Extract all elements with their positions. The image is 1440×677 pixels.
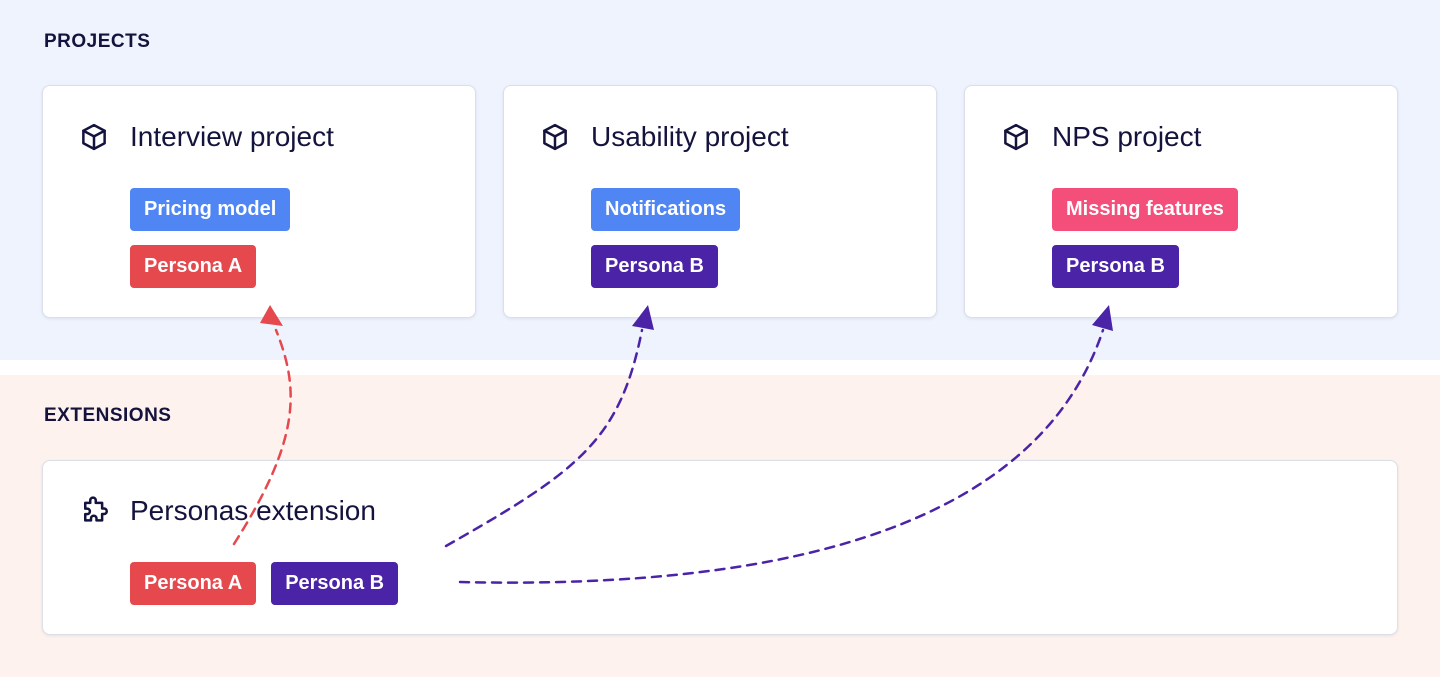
- extensions-section: EXTENSIONS Personas extension Persona A …: [0, 375, 1440, 677]
- project-title: NPS project: [1052, 121, 1202, 152]
- project-card-interview[interactable]: Interview project Pricing model Persona …: [42, 85, 476, 318]
- tag-pricing-model[interactable]: Pricing model: [130, 188, 291, 231]
- extension-card-personas[interactable]: Personas extension Persona A Persona B: [42, 460, 1398, 635]
- tag-persona-a[interactable]: Persona A: [130, 245, 257, 288]
- project-card-usability[interactable]: Usability project Notifications Persona …: [503, 85, 937, 318]
- cube-icon: [540, 122, 570, 152]
- card-header: Interview project: [79, 120, 334, 154]
- project-title: Interview project: [130, 121, 334, 152]
- card-header: Personas extension: [79, 494, 376, 528]
- projects-section-title: PROJECTS: [44, 31, 151, 52]
- tag-persona-b[interactable]: Persona B: [271, 562, 399, 605]
- tag-persona-a[interactable]: Persona A: [130, 562, 257, 605]
- projects-section: PROJECTS Interview project Pricing model…: [0, 0, 1440, 360]
- card-header: Usability project: [540, 120, 789, 154]
- puzzle-icon: [79, 496, 109, 526]
- extension-tag-list: Persona A Persona B: [130, 562, 399, 605]
- tag-persona-b[interactable]: Persona B: [1052, 245, 1179, 288]
- tag-notifications[interactable]: Notifications: [591, 188, 741, 231]
- tag-persona-b[interactable]: Persona B: [591, 245, 718, 288]
- card-header: NPS project: [1001, 120, 1201, 154]
- cube-icon: [79, 122, 109, 152]
- cube-icon: [1001, 122, 1031, 152]
- project-title: Usability project: [591, 121, 789, 152]
- extensions-section-title: EXTENSIONS: [44, 405, 172, 426]
- tag-missing-features[interactable]: Missing features: [1052, 188, 1238, 231]
- project-card-nps[interactable]: NPS project Missing features Persona B: [964, 85, 1398, 318]
- extension-title: Personas extension: [130, 495, 376, 526]
